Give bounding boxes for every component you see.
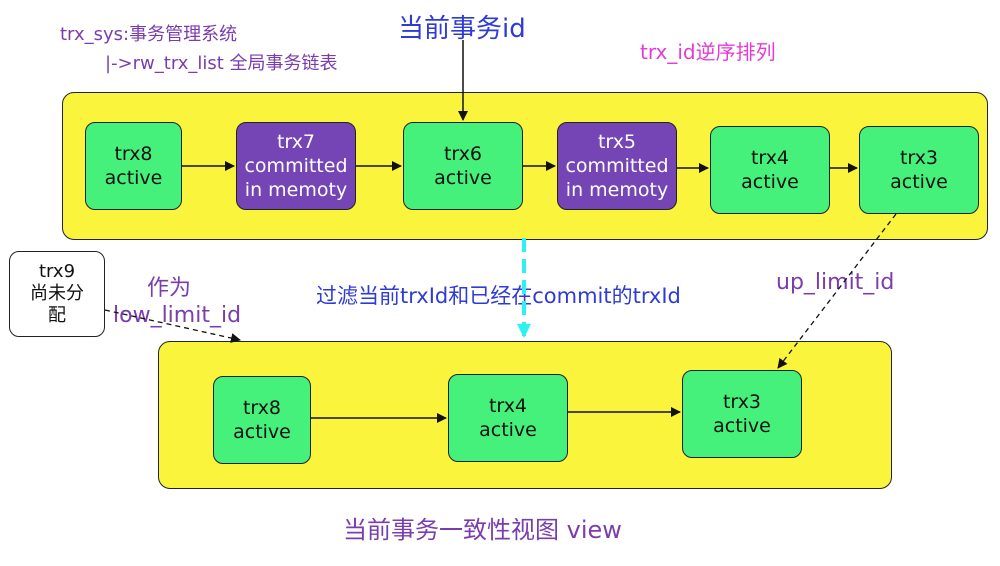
global-node-trx6: trx6 active [403,122,523,210]
up-limit-id-label: up_limit_id [776,270,895,295]
node-label: trx8 active [104,143,163,189]
low-limit-id-label: low_limit_id [113,303,242,328]
view-node-trx3: trx3 active [682,370,802,458]
trx-sys-label: trx_sys:事务管理系统 [60,24,238,45]
global-node-trx3: trx3 active [859,126,979,214]
node-label: trx3 active [713,391,771,437]
filter-label: 过滤当前trxId和已经在commit的trxId [316,284,681,308]
view-node-trx4: trx4 active [448,374,568,462]
global-node-trx5: trx5 committed in memoty [557,122,677,210]
view-caption: 当前事务一致性视图 view [343,516,622,544]
rw-trx-list-label: |->rw_trx_list 全局事务链表 [105,53,338,74]
low-limit-arrow [104,309,241,343]
node-label: trx3 active [890,147,948,193]
up-limit-arrow [777,213,897,369]
global-node-trx7: trx7 committed in memoty [236,122,356,210]
global-node-trx4: trx4 active [710,126,830,214]
node-label: trx8 active [233,397,291,443]
current-trx-label: 当前事务id [398,14,526,44]
node-label: trx6 active [434,143,492,189]
node-label: trx9 尚未分 配 [30,261,84,326]
order-note-label: trx_id逆序排列 [640,40,776,64]
unallocated-node-trx9: trx9 尚未分 配 [9,251,105,337]
node-label: trx7 committed in memoty [244,131,348,201]
node-label: trx4 active [479,395,537,441]
node-label: trx5 committed in memoty [565,131,669,201]
view-node-trx8: trx8 active [213,376,311,464]
node-label: trx4 active [741,147,799,193]
global-node-trx8: trx8 active [85,122,182,210]
as-low-label: 作为 [147,276,192,301]
